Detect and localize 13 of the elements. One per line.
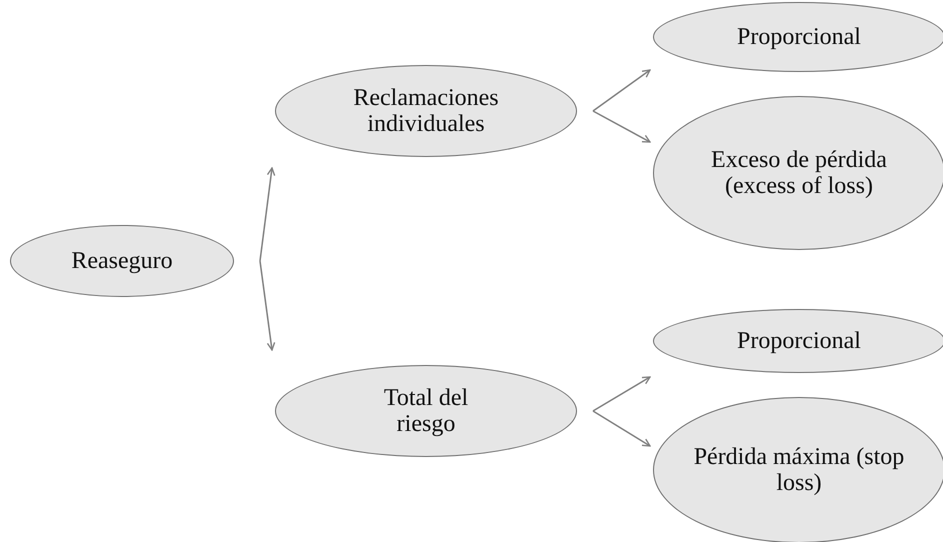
node-label: Proporcional xyxy=(736,24,862,50)
node-label: Proporcional xyxy=(736,328,862,354)
arrow xyxy=(592,376,651,412)
arrow xyxy=(259,167,276,262)
arrow xyxy=(592,69,651,112)
node-label: Reaseguro xyxy=(70,248,174,274)
node-label: Pérdida máxima (stop loss) xyxy=(692,444,906,496)
arrow xyxy=(592,110,651,143)
node-label: Total del riesgo xyxy=(382,385,470,437)
node-label: Reclamaciones individuales xyxy=(352,85,500,137)
arrow xyxy=(259,260,276,351)
node-label: Exceso de pérdida (excess of loss) xyxy=(710,147,888,199)
arrow xyxy=(592,410,651,447)
